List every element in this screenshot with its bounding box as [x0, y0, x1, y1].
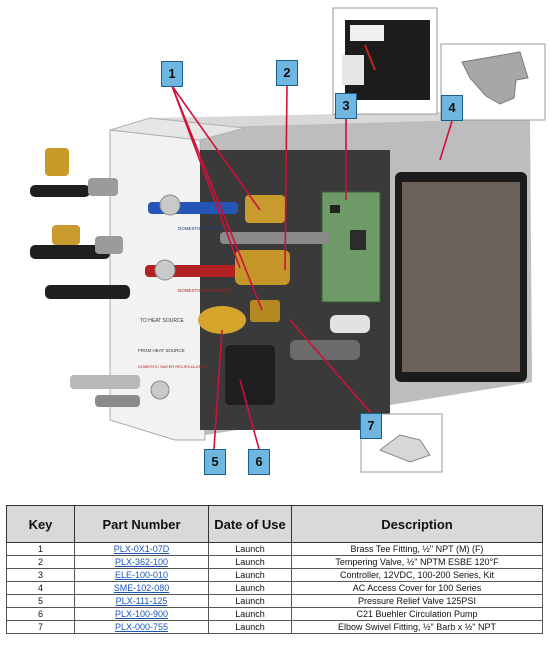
- table-row: 4 SME-102-080 Launch AC Access Cover for…: [6, 581, 543, 595]
- ext-hose-2: [30, 245, 110, 259]
- table-row: 2 PLX-362-100 Launch Tempering Valve, ½"…: [6, 555, 543, 569]
- row-key: 3: [6, 568, 75, 582]
- row-date: Launch: [208, 542, 292, 556]
- row-description: C21 Buehler Circulation Pump: [291, 607, 543, 621]
- callout-6: 6: [248, 449, 270, 475]
- ext-fitting-4: [95, 395, 140, 407]
- panel-text-3: DOMESTIC WATER OUT: [178, 288, 230, 293]
- controller-inset-connector: [350, 25, 384, 41]
- table-header-row: Key Part Number Date of Use Description: [6, 505, 543, 543]
- table-row: 1 PLX-0X1-07D Launch Brass Tee Fitting, …: [6, 542, 543, 556]
- ext-brass-1: [45, 148, 69, 176]
- circulation-pump: [225, 345, 275, 405]
- leader-2: [284, 83, 288, 271]
- leader-1c: [171, 85, 263, 311]
- brass-tee: [245, 195, 285, 223]
- brass-fitting: [250, 300, 280, 322]
- leader-4: [439, 120, 453, 161]
- ext-fitting-3: [70, 375, 140, 389]
- row-key: 1: [6, 542, 75, 556]
- part-number-link[interactable]: ELE-100-010: [74, 568, 209, 582]
- table-row: 5 PLX-111-125 Launch Pressure Relief Val…: [6, 594, 543, 608]
- row-description: Elbow Swivel Fitting, ½" Barb x ½" NPT: [291, 620, 543, 634]
- pipe-gray: [220, 232, 330, 244]
- header-date-of-use: Date of Use: [208, 505, 292, 543]
- part-number-link[interactable]: PLX-362-100: [74, 555, 209, 569]
- top-panel: [109, 117, 246, 141]
- controller-inset-wire: [364, 44, 376, 71]
- callout-3: 3: [335, 93, 357, 119]
- leader-5: [213, 329, 223, 450]
- row-date: Launch: [208, 581, 292, 595]
- callout-1: 1: [161, 61, 183, 87]
- tempering-valve: [235, 250, 290, 285]
- elbow-fitting-installed: [330, 315, 370, 333]
- header-description: Description: [291, 505, 543, 543]
- row-key: 7: [6, 620, 75, 634]
- ext-brass-2: [52, 225, 80, 245]
- controller-inset-plug: [342, 55, 364, 85]
- product-diagram: DOMESTIC WATER IN TO HEAT SOURCE DOMESTI…: [30, 7, 546, 473]
- ext-hose-3: [45, 285, 130, 299]
- port-1: [159, 194, 181, 216]
- part-number-link[interactable]: SME-102-080: [74, 581, 209, 595]
- header-part-number: Part Number: [74, 505, 209, 543]
- board-chip: [330, 205, 340, 213]
- callout-7: 7: [360, 413, 382, 439]
- cover-inset-part: [461, 51, 529, 105]
- row-date: Launch: [208, 607, 292, 621]
- callout-4: 4: [441, 95, 463, 121]
- row-key: 2: [6, 555, 75, 569]
- row-key: 6: [6, 607, 75, 621]
- exchanger-face: [402, 182, 520, 372]
- leader-7: [289, 319, 372, 414]
- row-description: Brass Tee Fitting, ½" NPT (M) (F): [291, 542, 543, 556]
- callout-5: 5: [204, 449, 226, 475]
- row-key: 4: [6, 581, 75, 595]
- parts-table: Key Part Number Date of Use Description …: [6, 505, 543, 634]
- table-row: 7 PLX-000-755 Launch Elbow Swivel Fittin…: [6, 620, 543, 634]
- part-number-link[interactable]: PLX-000-755: [74, 620, 209, 634]
- board-chip-2: [350, 230, 366, 250]
- row-description: Tempering Valve, ½" NPTM ESBE 120°F: [291, 555, 543, 569]
- relief-valve: [198, 306, 246, 334]
- leader-1a: [171, 85, 261, 211]
- row-date: Launch: [208, 594, 292, 608]
- table-row: 6 PLX-100-900 Launch C21 Buehler Circula…: [6, 607, 543, 621]
- ext-hose-1: [30, 185, 90, 197]
- ext-fitting-2: [95, 236, 123, 254]
- part-number-link[interactable]: PLX-0X1-07D: [74, 542, 209, 556]
- header-key: Key: [6, 505, 75, 543]
- panel-text-1: DOMESTIC WATER IN: [178, 226, 225, 231]
- ext-fitting-1: [88, 178, 118, 196]
- row-description: Controller, 12VDC, 100-200 Series, Kit: [291, 568, 543, 582]
- table-row: 3 ELE-100-010 Launch Controller, 12VDC, …: [6, 568, 543, 582]
- leader-lines: [171, 83, 453, 450]
- panel-text-4: FROM HEAT SOURCE: [138, 348, 185, 353]
- row-date: Launch: [208, 555, 292, 569]
- row-key: 5: [6, 594, 75, 608]
- port-3: [150, 380, 170, 400]
- callout-2: 2: [276, 60, 298, 86]
- row-description: Pressure Relief Valve 125PSI: [291, 594, 543, 608]
- row-description: AC Access Cover for 100 Series: [291, 581, 543, 595]
- row-date: Launch: [208, 568, 292, 582]
- leader-6: [239, 379, 260, 450]
- part-number-link[interactable]: PLX-111-125: [74, 594, 209, 608]
- panel-text-2: TO HEAT SOURCE: [140, 318, 185, 324]
- pipe-lower: [290, 340, 360, 360]
- panel-text-5: DOMESTIC WATER RECIRCULATION: [138, 364, 208, 369]
- part-number-link[interactable]: PLX-100-900: [74, 607, 209, 621]
- row-date: Launch: [208, 620, 292, 634]
- elbow-inset-part: [378, 434, 431, 463]
- port-2: [154, 259, 176, 281]
